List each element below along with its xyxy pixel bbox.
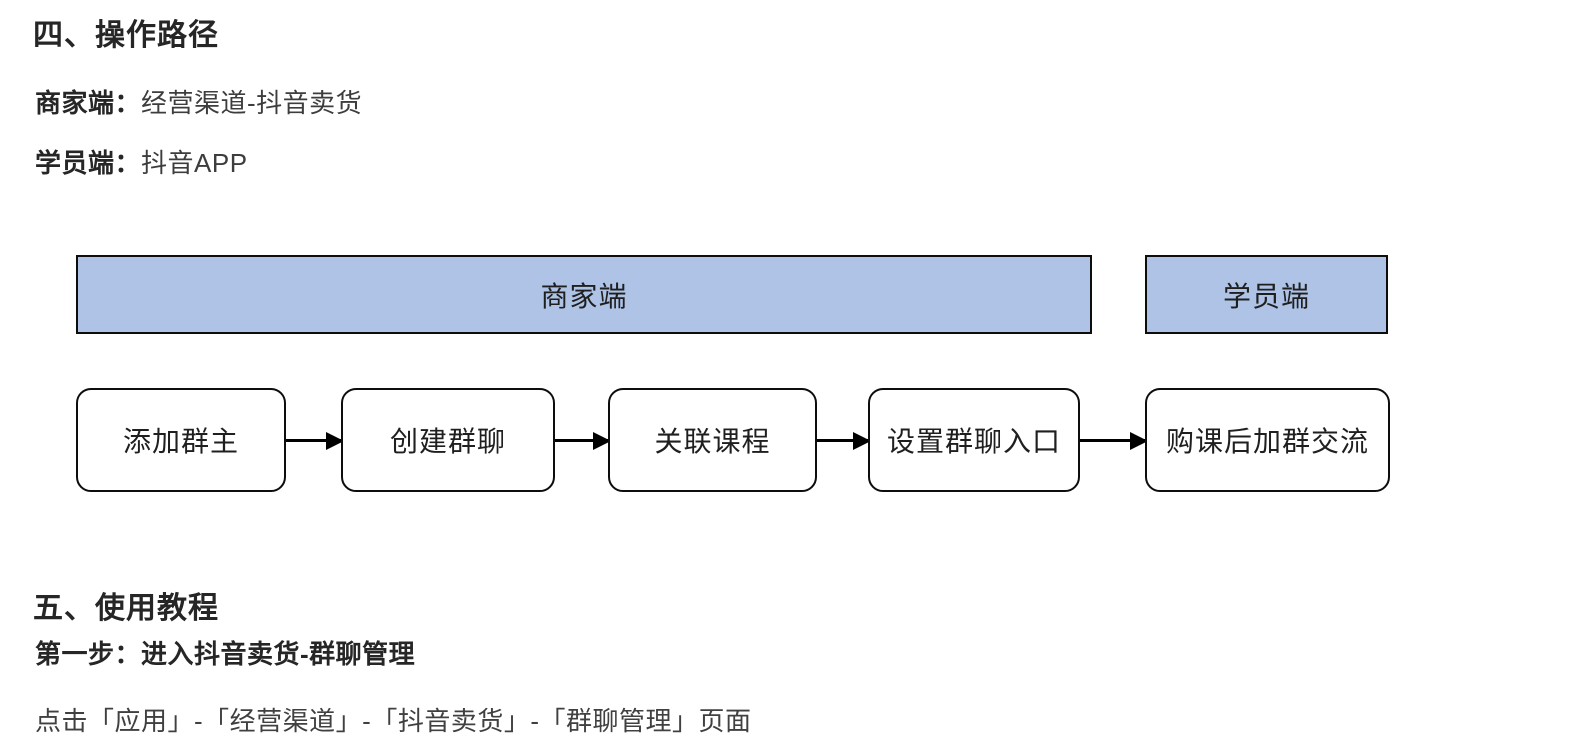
student-path-label: 学员端：	[35, 148, 142, 178]
student-path-line: 学员端：抖音APP	[35, 143, 248, 180]
flow-arrow	[555, 431, 611, 450]
flow-step-create-group-chat: 创建群聊	[341, 388, 555, 492]
section-heading-tutorial: 五、使用教程	[33, 592, 219, 625]
flow-step-set-group-entry: 设置群聊入口	[868, 388, 1080, 492]
lane-header-student: 学员端	[1145, 255, 1388, 334]
flow-step-add-group-owner: 添加群主	[76, 388, 286, 492]
lane-header-merchant: 商家端	[76, 255, 1092, 334]
merchant-path-label: 商家端：	[35, 88, 142, 118]
section-heading-operation-path: 四、操作路径	[33, 19, 219, 52]
flow-step-link-course: 关联课程	[608, 388, 817, 492]
merchant-path-value: 经营渠道-抖音卖货	[141, 88, 363, 118]
student-path-value: 抖音APP	[141, 148, 248, 178]
flow-step-join-group-after-purchase: 购课后加群交流	[1145, 388, 1390, 492]
merchant-path-line: 商家端：经营渠道-抖音卖货	[35, 83, 362, 120]
flow-arrow	[286, 431, 344, 450]
tutorial-step-one-body: 点击「应用」-「经营渠道」-「抖音卖货」-「群聊管理」页面	[35, 706, 752, 736]
flow-arrow	[1080, 431, 1148, 450]
tutorial-step-one-heading: 第一步：进入抖音卖货-群聊管理	[35, 639, 416, 669]
flow-arrow	[817, 431, 871, 450]
